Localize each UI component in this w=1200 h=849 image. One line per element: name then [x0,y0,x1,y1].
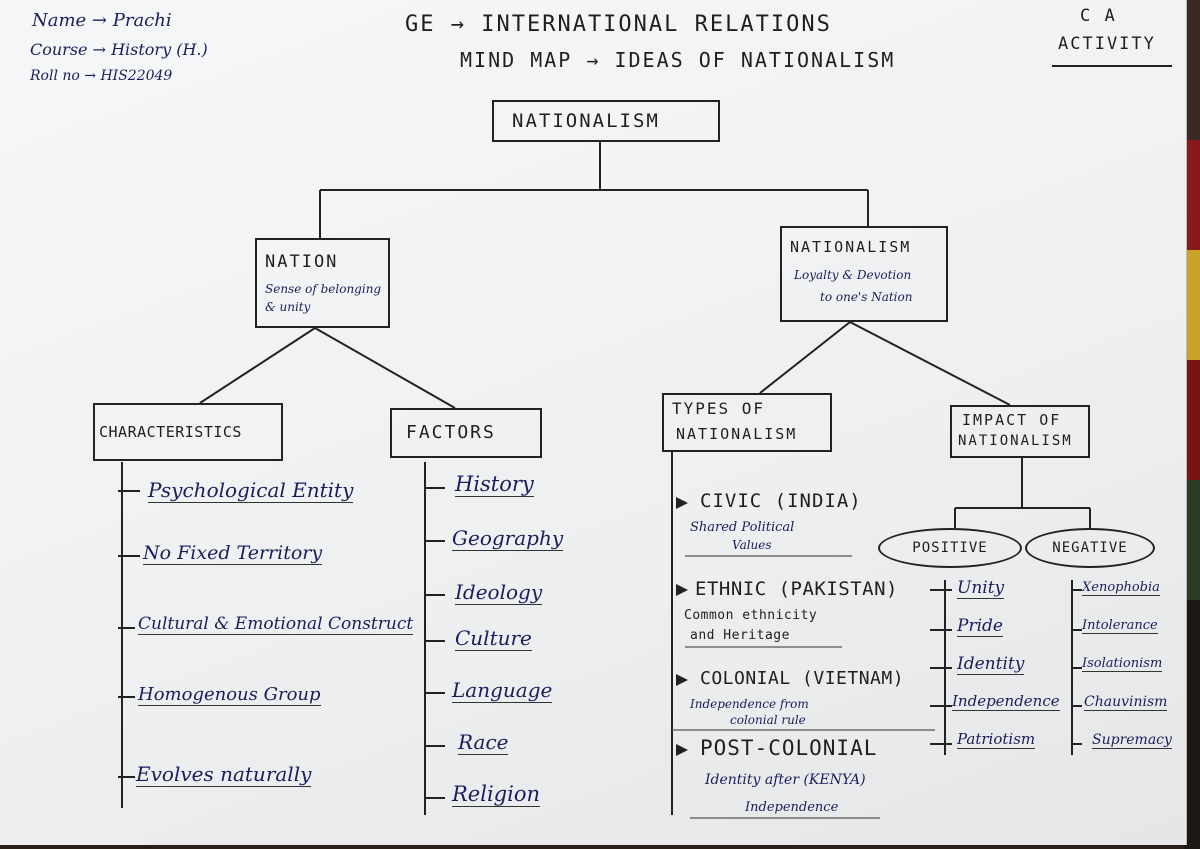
positive-item: Patriotism [957,730,1036,749]
type-post-colonial-title: POST-COLONIAL [700,736,878,760]
factors-node: FACTORS [390,408,542,458]
type-colonial-desc-1: Independence from [690,697,809,711]
nation-desc: Sense of belonging & unity [265,282,382,314]
type-colonial-title: COLONIAL (VIETNAM) [700,668,905,689]
type-ethnic-desc-2: and Heritage [690,628,790,643]
characteristics-node: CHARACTERISTICS [93,403,283,461]
factor-item: History [455,472,534,497]
title-line-2: MIND MAP → IDEAS OF NATIONALISM [460,48,896,72]
factor-item: Geography [452,526,564,551]
nation-label: NATION [265,252,339,272]
root-node: NATIONALISM [492,100,720,142]
factor-item: Language [452,678,553,703]
types-node: TYPES OF NATIONALISM [662,393,832,452]
ca-label: C A [1080,6,1117,26]
nation-node: NATION Sense of belonging & unity [255,238,390,328]
types-label-1: TYPES OF [672,399,766,418]
nationalism-label: NATIONALISM [790,238,912,256]
impact-node: IMPACT OF NATIONALISM [950,405,1090,458]
characteristic-item: No Fixed Territory [143,542,323,565]
type-civic-desc-2: Values [732,538,772,552]
factor-item: Religion [452,782,540,807]
negative-item: Intolerance [1082,618,1158,634]
negative-item: Isolationism [1082,656,1163,672]
characteristic-item: Psychological Entity [148,478,354,503]
positive-item: Independence [952,692,1060,711]
type-ethnic-desc-1: Common ethnicity [684,608,818,623]
root-label: NATIONALISM [512,110,660,132]
impact-label-2: NATIONALISM [958,433,1073,449]
type-post-colonial-desc-2: Independence [745,800,839,815]
negative-oval: NEGATIVE [1025,528,1155,568]
factor-item: Race [458,730,509,755]
type-civic-desc-1: Shared Political [690,520,795,535]
positive-oval: POSITIVE [878,528,1022,568]
characteristic-item: Cultural & Emotional Construct [138,614,414,635]
characteristic-item: Homogenous Group [138,684,321,706]
factors-label: FACTORS [406,422,496,443]
type-colonial-desc-2: colonial rule [730,713,806,727]
nationalism-desc-2: to one's Nation [820,290,913,304]
student-roll: Roll no → HIS22049 [30,68,173,84]
characteristics-label: CHARACTERISTICS [99,423,242,441]
types-label-2: NATIONALISM [676,425,798,443]
characteristic-item: Evolves naturally [136,762,312,787]
factor-item: Culture [455,626,532,651]
positive-item: Unity [957,578,1005,599]
positive-item: Pride [957,616,1003,637]
negative-item: Xenophobia [1082,580,1160,596]
positive-item: Identity [957,654,1025,675]
factor-item: Ideology [455,580,543,605]
nationalism-node: NATIONALISM Loyalty & Devotion to one's … [780,226,948,322]
nationalism-desc-1: Loyalty & Devotion [794,268,912,282]
type-ethnic-title: ETHNIC (PAKISTAN) [695,578,898,600]
type-civic-title: CIVIC (INDIA) [700,490,862,512]
title-line-1: GE → INTERNATIONAL RELATIONS [405,12,832,37]
impact-label-1: IMPACT OF [962,411,1062,429]
student-name: Name → Prachi [32,10,172,31]
activity-label: ACTIVITY [1058,34,1156,54]
student-course: Course → History (H.) [30,40,208,59]
negative-item: Supremacy [1092,732,1172,749]
negative-item: Chauvinism [1084,694,1168,711]
type-post-colonial-desc-1: Identity after (KENYA) [705,772,866,788]
